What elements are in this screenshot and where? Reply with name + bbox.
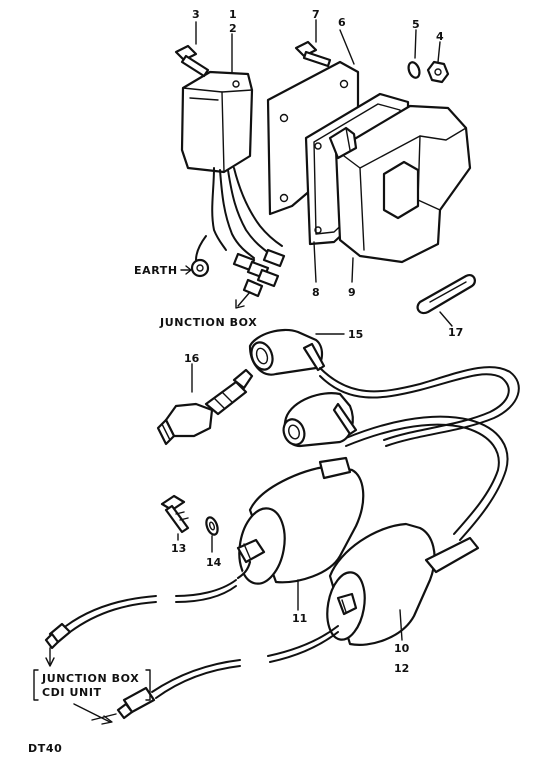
ignition-coil-10 (326, 522, 480, 646)
callout-12: 12 (394, 662, 409, 675)
plug-cap-15 (248, 328, 326, 376)
callout-8: 8 (312, 286, 320, 299)
leader-4 (437, 41, 441, 63)
callout-7: 7 (312, 8, 320, 21)
callout-3: 3 (192, 8, 200, 21)
leader-17 (439, 311, 453, 327)
nut-4 (426, 60, 450, 84)
junction-leader-top (237, 291, 251, 307)
cdi-unit (180, 70, 254, 174)
cdi-unit-label: CDI UNIT (42, 686, 102, 699)
callouts: 3 1 2 7 6 5 4 8 9 15 17 16 13 14 11 10 1… (171, 8, 463, 675)
callout-1: 1 (229, 8, 237, 21)
ht-leads (319, 366, 520, 541)
callout-15: 15 (348, 328, 363, 341)
ignition-coil-11 (236, 456, 365, 585)
callout-17: 17 (448, 326, 463, 339)
junction-box-label-top: JUNCTION BOX (159, 316, 257, 329)
model-code-label: DT40 (28, 742, 62, 755)
primary-wires (44, 579, 339, 721)
leader-9 (351, 257, 354, 283)
callout-16: 16 (184, 352, 200, 365)
clip-17 (416, 274, 476, 315)
earth-label: EARTH (134, 264, 178, 277)
junction-box-label-bottom: JUNCTION BOX (41, 672, 139, 685)
washer-14 (205, 516, 219, 536)
leader-10 (399, 609, 403, 641)
callout-10: 10 (394, 642, 410, 655)
bolt-3 (174, 44, 210, 78)
text-labels: EARTH JUNCTION BOX JUNCTION BOX CDI UNIT… (28, 264, 257, 755)
junction-arrow-top (235, 299, 245, 309)
callout-4: 4 (436, 30, 444, 43)
washer-5 (407, 61, 421, 79)
callout-2: 2 (229, 22, 237, 35)
callout-11: 11 (292, 612, 307, 625)
callout-13: 13 (171, 542, 186, 555)
plug-cap-2 (282, 392, 358, 448)
callout-5: 5 (412, 18, 420, 31)
callout-6: 6 (338, 16, 346, 29)
leader-8 (313, 241, 317, 283)
bolt-7 (294, 40, 332, 68)
screw-13 (160, 494, 190, 534)
earth-arrow (185, 265, 192, 275)
junction-bracket (33, 669, 151, 725)
leader-5 (414, 29, 417, 59)
leader-6 (339, 29, 355, 65)
coil-housing (328, 104, 472, 264)
cdi-wire-harness (190, 167, 286, 298)
callout-9: 9 (348, 286, 356, 299)
spark-plug-16 (156, 363, 254, 446)
callout-14: 14 (206, 556, 222, 569)
